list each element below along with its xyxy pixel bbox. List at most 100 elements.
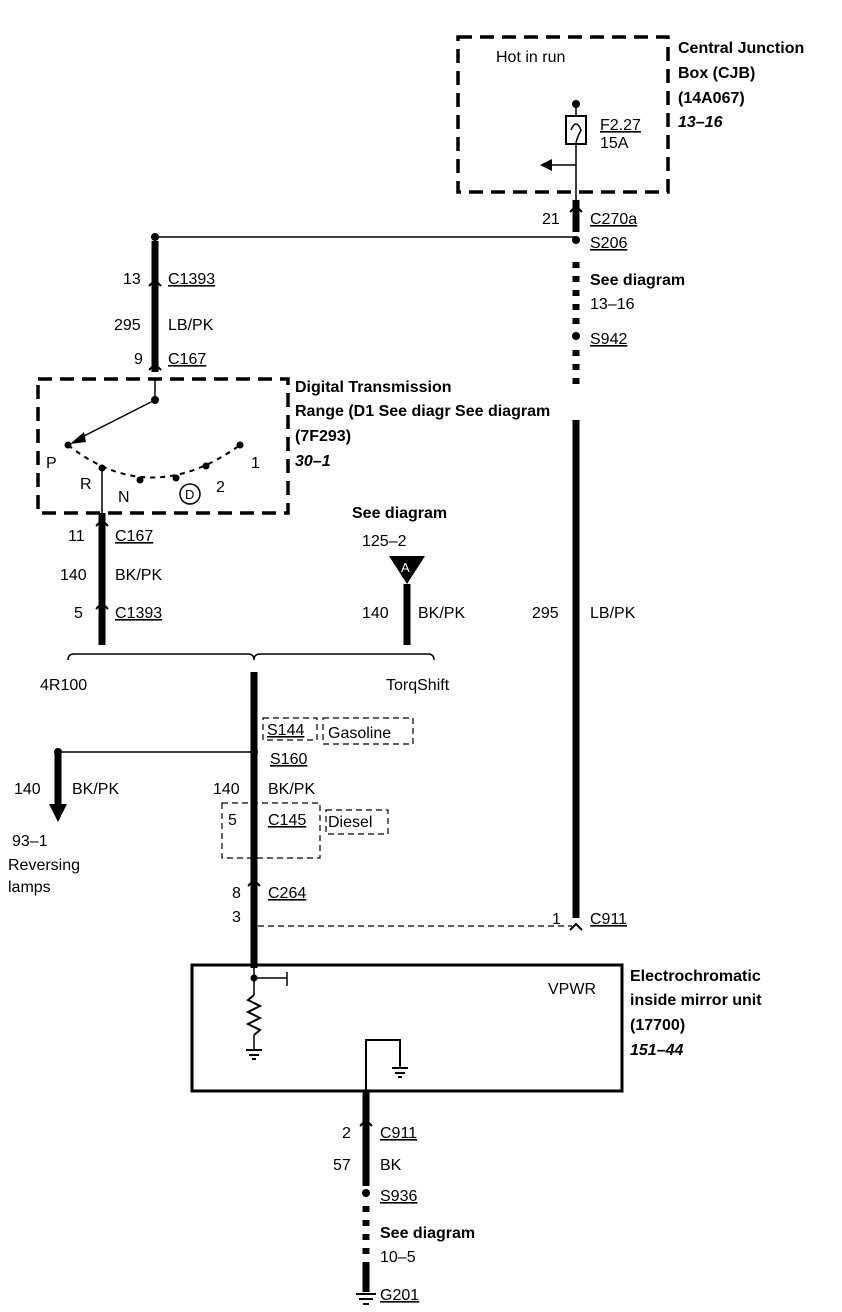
g201-label: G201 bbox=[380, 1287, 419, 1304]
option-brace: 4R100 TorqShift bbox=[40, 653, 450, 694]
dtr-d: D bbox=[185, 487, 194, 502]
mirror-ground-icon bbox=[392, 1067, 408, 1078]
pin-c911: 1 bbox=[552, 911, 561, 928]
feed-arrow-icon bbox=[540, 159, 552, 171]
s144-label: S144 bbox=[267, 722, 304, 739]
diesel-option-box bbox=[221, 802, 321, 859]
pin-c167-bottom: 11 bbox=[68, 528, 85, 545]
c270a-label: C270a bbox=[590, 211, 637, 228]
cjb-outline bbox=[456, 35, 670, 194]
mirror-unit: VPWR Electrochromatic inside mirror unit… bbox=[190, 963, 762, 1093]
c1393-top-label: C1393 bbox=[168, 271, 215, 288]
connector-c1393-icon bbox=[148, 278, 162, 287]
pin-c145: 5 bbox=[228, 812, 237, 829]
dtr-d-circle bbox=[179, 483, 201, 505]
output-arrow-icon bbox=[49, 804, 67, 822]
g201-ground-icon bbox=[356, 1293, 376, 1305]
option-brace-line bbox=[67, 653, 435, 661]
torqshift-feed: See diagram 125–2 A 140 BK/PK bbox=[352, 505, 465, 645]
dtr-p: P bbox=[46, 455, 57, 472]
mirror-name-1: Electrochromatic bbox=[630, 968, 761, 985]
s206-label: S206 bbox=[590, 235, 627, 252]
central-junction-box: Hot in run F2.27 15A Central Junction Bo… bbox=[456, 35, 804, 200]
dtr-sensor: P R N D 2 1 Digital Transmission Range (… bbox=[36, 377, 550, 515]
torq-see-diagram: See diagram bbox=[352, 505, 447, 522]
connector-c167-icon bbox=[148, 362, 162, 371]
central-circuit: 140 bbox=[213, 781, 240, 798]
pin-c1393-top: 13 bbox=[123, 271, 141, 288]
input-arrow-icon bbox=[389, 556, 425, 584]
rev-circuit: 140 bbox=[14, 781, 41, 798]
dtr-part: (7F293) bbox=[295, 428, 351, 445]
right-see-ref: 13–16 bbox=[590, 296, 635, 313]
dtr-two: 2 bbox=[216, 479, 225, 496]
s936-label: S936 bbox=[380, 1188, 417, 1205]
ground-wire: 2 C911 57 BK S936 See diagram 10–5 G201 bbox=[333, 1091, 475, 1305]
torq-circuit: 140 bbox=[362, 605, 389, 622]
dtr-n: N bbox=[118, 489, 130, 506]
diesel-label: Diesel bbox=[328, 814, 372, 831]
ground-color: BK bbox=[380, 1157, 402, 1174]
c911-ground-label: C911 bbox=[380, 1125, 417, 1142]
pin-c911-ground: 2 bbox=[342, 1125, 351, 1142]
rev-ref: 93–1 bbox=[12, 833, 48, 850]
rev-label-2: lamps bbox=[8, 879, 51, 896]
mirror-ref: 151–44 bbox=[630, 1042, 683, 1059]
dtr-name-2: Range (D1 See diagr See diagram bbox=[295, 403, 550, 420]
cjb-part: (14A067) bbox=[678, 90, 745, 107]
c1393-bottom-label: C1393 bbox=[115, 605, 162, 622]
s160-label: S160 bbox=[270, 751, 307, 768]
rev-label-1: Reversing bbox=[8, 857, 80, 874]
reversing-branch: 140 BK/PK 93–1 Reversing lamps bbox=[8, 748, 254, 896]
mirror-name-2: inside mirror unit bbox=[630, 992, 762, 1009]
cjb-hot-in-run: Hot in run bbox=[496, 49, 565, 66]
torq-ref: 125–2 bbox=[362, 533, 407, 550]
connector-c270a-icon bbox=[569, 204, 583, 213]
pin-c1393-bottom: 5 bbox=[74, 605, 83, 622]
cjb-name-1: Central Junction bbox=[678, 40, 804, 57]
central-color: BK/PK bbox=[268, 781, 315, 798]
left-circuit: 295 bbox=[114, 317, 141, 334]
right-wire: 21 C270a S206 See diagram 13–16 S942 295… bbox=[532, 200, 685, 918]
right-color: LB/PK bbox=[590, 605, 636, 622]
dtr-r: R bbox=[80, 476, 92, 493]
pin-c167-top: 9 bbox=[134, 351, 143, 368]
switch-arrow-icon bbox=[70, 432, 86, 444]
fuse-label: F2.27 bbox=[600, 117, 641, 134]
left-wire: 13 C1393 295 LB/PK 9 C167 bbox=[114, 233, 215, 372]
dtr-output-wire: 11 C167 140 BK/PK 5 C1393 bbox=[60, 513, 162, 645]
dtr-outline bbox=[36, 377, 290, 515]
c911-label: C911 bbox=[590, 911, 627, 928]
option-torqshift: TorqShift bbox=[386, 677, 450, 694]
dtr-ref: 30–1 bbox=[295, 453, 331, 470]
pin-c270a: 21 bbox=[542, 211, 560, 228]
mirror-vpwr: VPWR bbox=[548, 981, 596, 998]
splice-s942-dot bbox=[572, 332, 580, 340]
left-color: LB/PK bbox=[168, 317, 214, 334]
pin-c264-b: 3 bbox=[232, 909, 241, 926]
ground-see-diagram: See diagram bbox=[380, 1225, 475, 1242]
internal-ground-icon bbox=[246, 1049, 262, 1060]
splice-s936-dot bbox=[362, 1189, 370, 1197]
ground-circuit: 57 bbox=[333, 1157, 351, 1174]
c264-label: C264 bbox=[268, 885, 306, 902]
mirror-outline bbox=[190, 963, 624, 1093]
fuse-amps: 15A bbox=[600, 135, 629, 152]
dtr-one: 1 bbox=[251, 455, 260, 472]
gasoline-label: Gasoline bbox=[328, 725, 391, 742]
resistor-icon bbox=[245, 994, 263, 1036]
c167-bottom-label: C167 bbox=[115, 528, 153, 545]
c167-top-label: C167 bbox=[168, 351, 206, 368]
dtr-name-1: Digital Transmission bbox=[295, 379, 451, 396]
torq-color: BK/PK bbox=[418, 605, 465, 622]
ground-ref: 10–5 bbox=[380, 1249, 416, 1266]
option-4r100: 4R100 bbox=[40, 677, 87, 694]
c145-label: C145 bbox=[268, 812, 306, 829]
pin-c264-a: 8 bbox=[232, 885, 241, 902]
mirror-part: (17700) bbox=[630, 1017, 685, 1034]
right-see-diagram: See diagram bbox=[590, 272, 685, 289]
torq-arrow-label: A bbox=[401, 560, 410, 575]
fuse-icon bbox=[565, 115, 587, 145]
rev-color: BK/PK bbox=[72, 781, 119, 798]
switch-arc bbox=[67, 444, 241, 479]
